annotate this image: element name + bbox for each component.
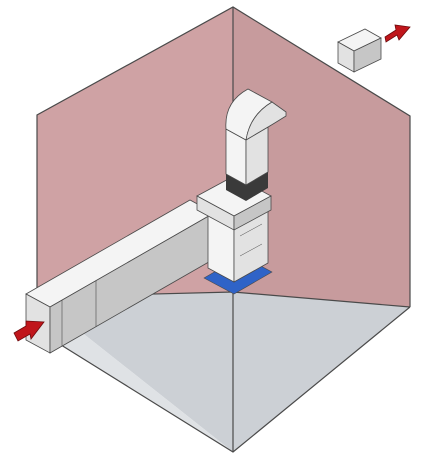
exhaust-duct-outlet <box>337 28 382 73</box>
riser-duct <box>225 126 269 186</box>
room-floor <box>37 292 410 452</box>
room-back-wall <box>233 7 410 307</box>
supply-inlet-arrow <box>13 320 45 342</box>
unit-dark-band <box>226 172 268 201</box>
room-floor-front <box>37 297 233 452</box>
exhaust-outlet-arrow <box>384 24 411 43</box>
riser-elbow <box>225 88 287 141</box>
